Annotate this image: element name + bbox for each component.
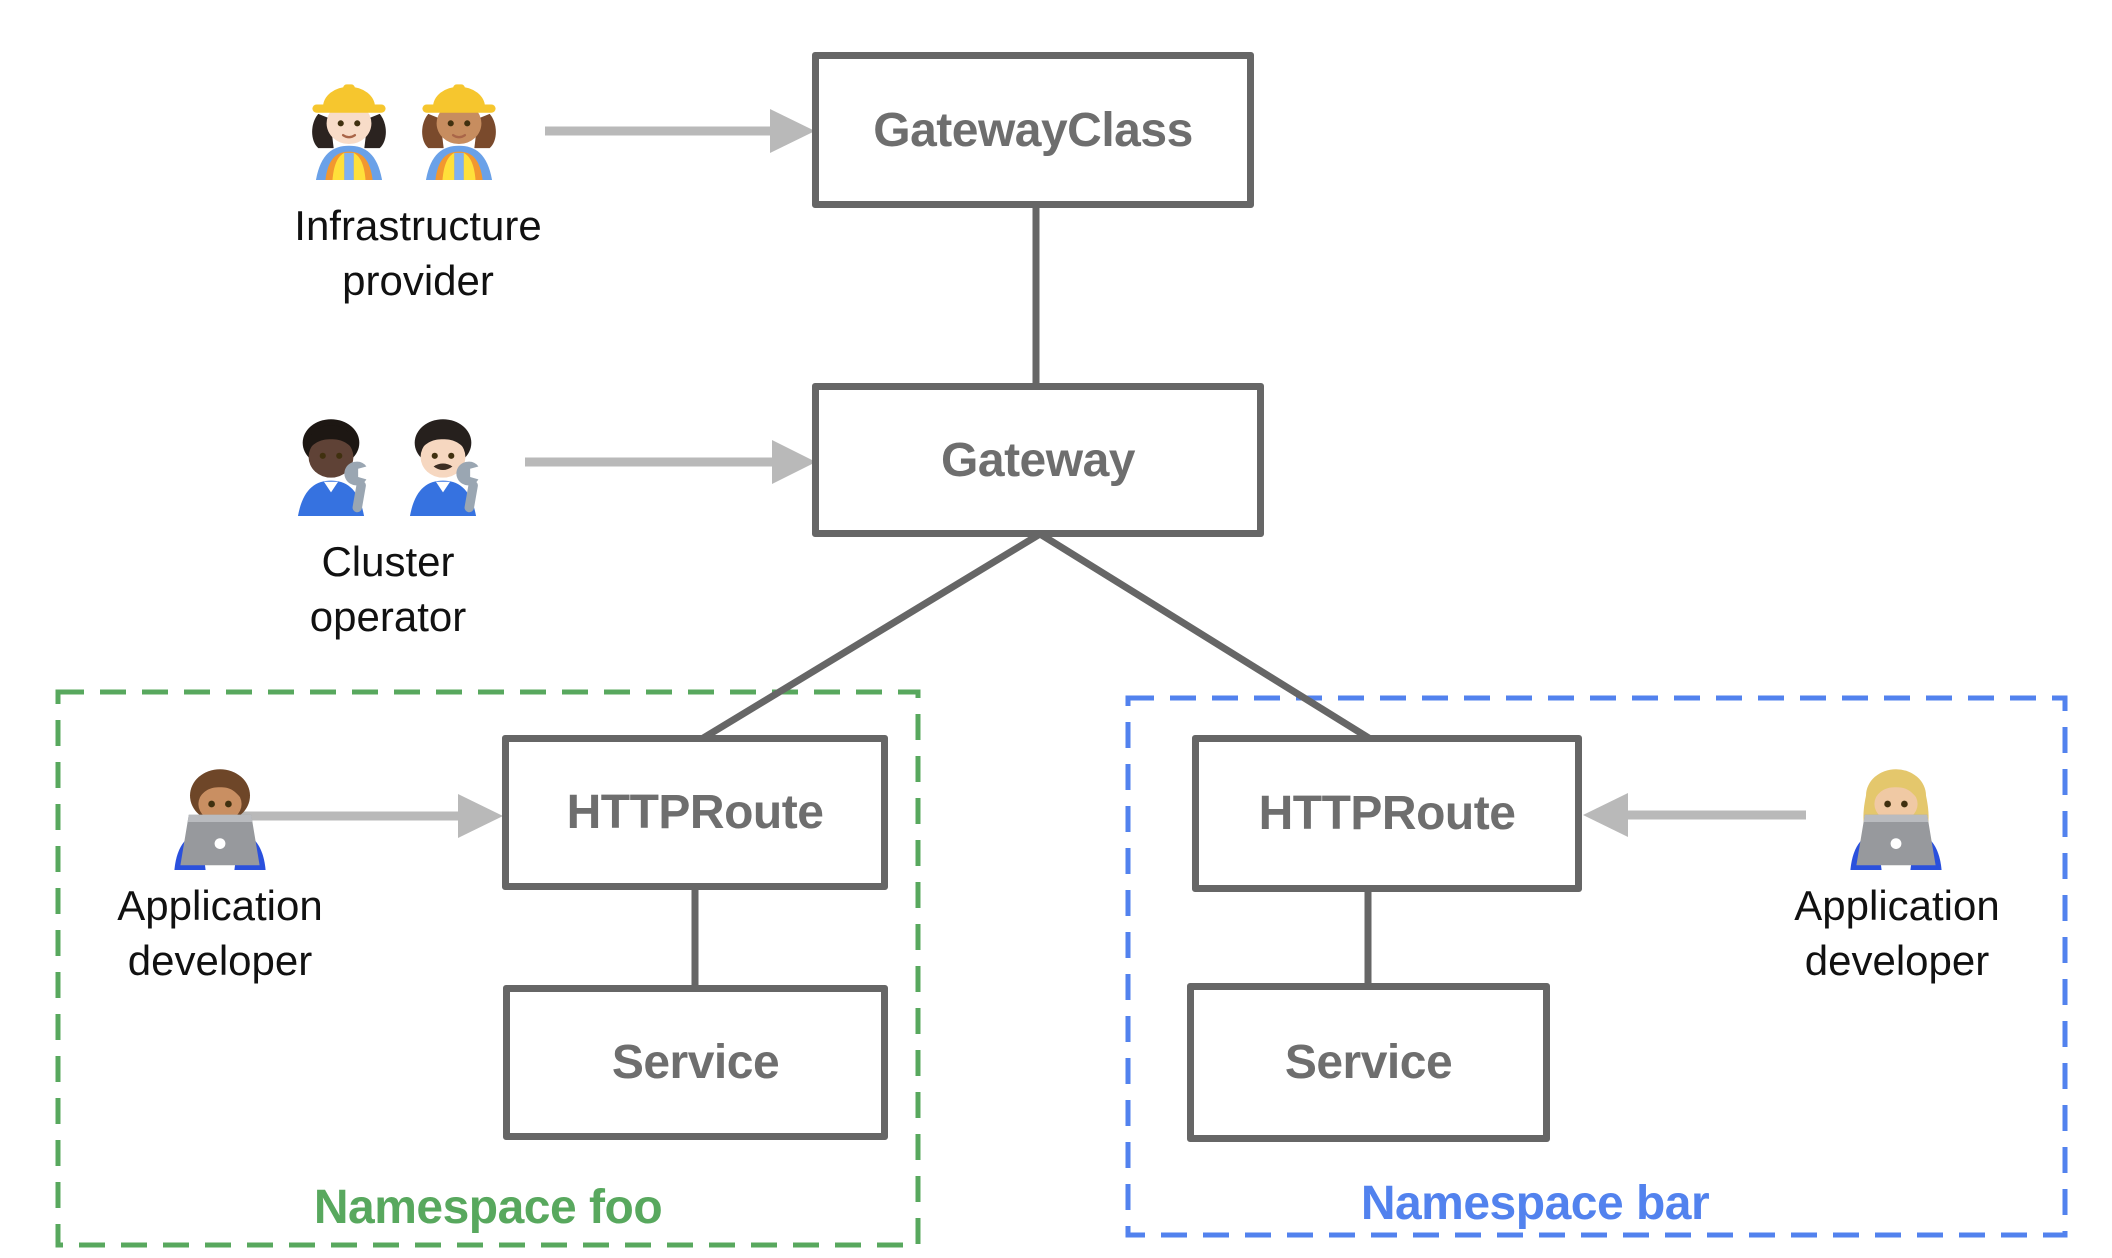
namespace-foo-boundary bbox=[55, 689, 921, 1248]
application-developer-foo-label-line2: developer bbox=[127, 937, 313, 985]
hierarchy-connectors bbox=[691, 205, 1374, 988]
cluster-operator-label: Cluster operator bbox=[188, 534, 588, 645]
httproute-bar-box: HTTPRoute bbox=[1192, 735, 1582, 892]
cluster-operator-label-line2: operator bbox=[309, 593, 467, 641]
connector-gateway-httproute-foo bbox=[698, 531, 1042, 743]
man-technologist-medium-skin-emoji bbox=[160, 750, 280, 870]
infrastructure-provider-label-line2: provider bbox=[342, 257, 494, 305]
service-foo-label: Service bbox=[611, 1036, 780, 1089]
arrow-app-developer-bar-head bbox=[1583, 793, 1628, 837]
woman-construction-worker-light-emoji bbox=[290, 62, 408, 180]
arrow-cluster-operator-head bbox=[772, 440, 816, 484]
arrow-infrastructure-provider-head bbox=[770, 109, 815, 153]
gatewayclass-label: GatewayClass bbox=[873, 103, 1193, 157]
namespace-foo-label: Namespace foo bbox=[313, 1181, 663, 1234]
gateway-label: Gateway bbox=[941, 433, 1135, 487]
mechanic-dark-skin-emoji bbox=[272, 398, 390, 516]
gateway-box: Gateway bbox=[812, 383, 1264, 537]
infrastructure-provider-label: Infrastructure provider bbox=[218, 198, 618, 309]
woman-technologist-blonde-emoji bbox=[1836, 750, 1956, 870]
application-developer-bar-label-line2: developer bbox=[1804, 937, 1990, 985]
httproute-bar-label: HTTPRoute bbox=[1258, 787, 1516, 840]
service-foo-box: Service bbox=[503, 985, 888, 1140]
application-developer-foo-label: Application developer bbox=[20, 878, 420, 989]
application-developer-foo-label-line1: Application bbox=[117, 882, 323, 929]
arrow-app-developer-foo-head bbox=[458, 794, 503, 838]
man-mechanic-light-skin-emoji bbox=[384, 398, 502, 516]
namespace-bar-boundary bbox=[1125, 695, 2068, 1238]
woman-construction-worker-medium-emoji bbox=[400, 62, 518, 180]
httproute-foo-box: HTTPRoute bbox=[502, 735, 888, 890]
cluster-operator-label-line1: Cluster bbox=[321, 538, 455, 585]
namespace-bar-label: Namespace bar bbox=[1360, 1177, 1710, 1230]
application-developer-bar-label-line1: Application bbox=[1794, 882, 2000, 929]
application-developer-bar-label: Application developer bbox=[1697, 878, 2097, 989]
httproute-foo-label: HTTPRoute bbox=[566, 786, 824, 839]
service-bar-label: Service bbox=[1284, 1036, 1453, 1089]
persona-arrows bbox=[238, 109, 1806, 838]
connector-gateway-httproute-bar bbox=[1038, 531, 1374, 743]
infrastructure-provider-label-line1: Infrastructure bbox=[294, 202, 542, 249]
gatewayclass-box: GatewayClass bbox=[812, 52, 1254, 208]
service-bar-box: Service bbox=[1187, 983, 1550, 1142]
